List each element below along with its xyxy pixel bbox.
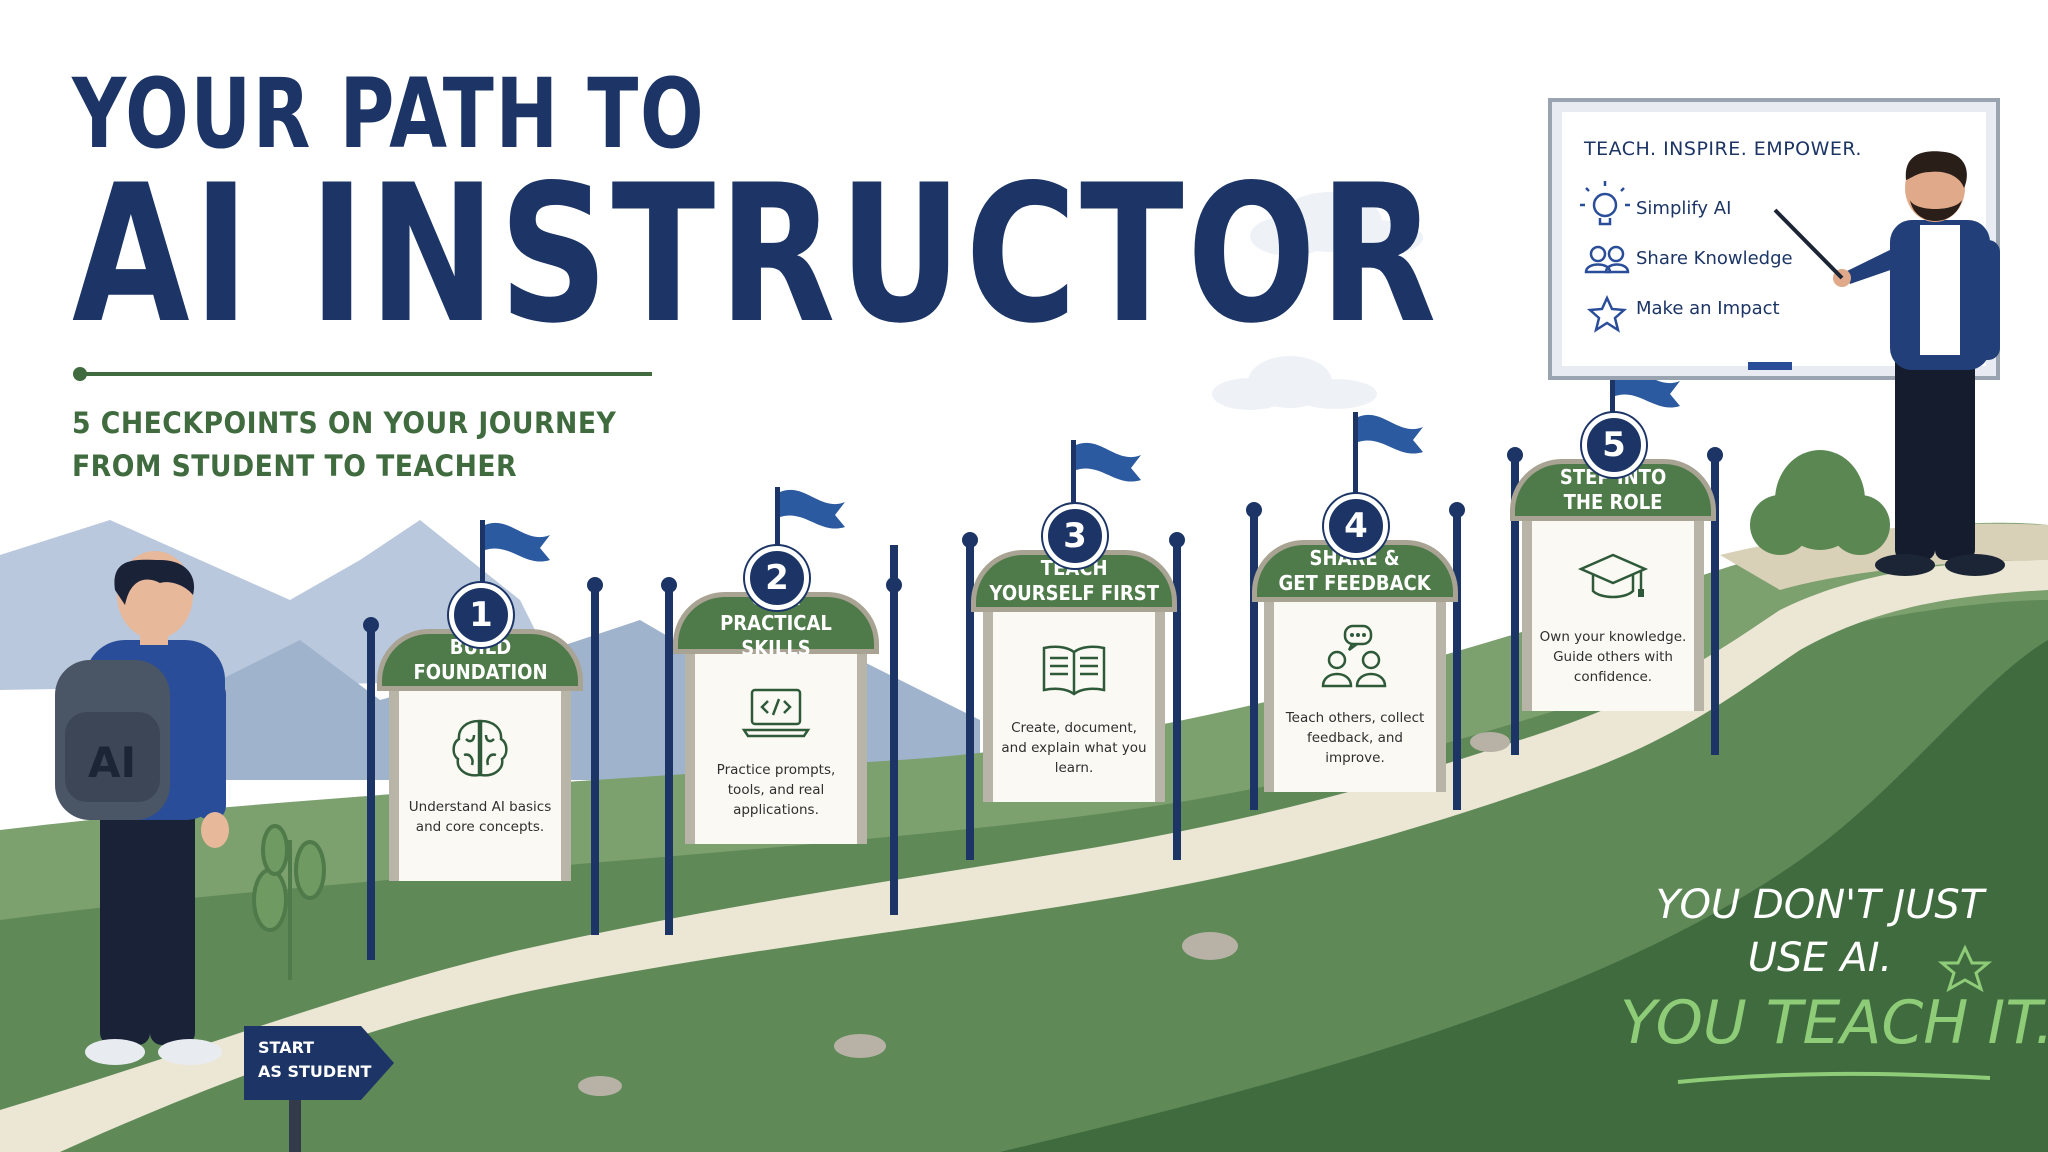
checkpoint-title: TEACH YOURSELF FIRST: [989, 556, 1159, 605]
checkpoint-number-badge: 2: [745, 546, 809, 610]
whiteboard-heading: TEACH. INSPIRE. EMPOWER.: [1584, 138, 1862, 160]
rock: [578, 732, 1510, 1096]
start-sign-post: [289, 1095, 301, 1152]
tagline-line3: YOU TEACH IT.: [1620, 988, 2048, 1058]
people-chat-icon: [1321, 624, 1387, 688]
subtitle-line1: 5 CHECKPOINTS ON YOUR JOURNEY: [72, 406, 617, 440]
checkpoint-card: Create, document, and explain what you l…: [983, 612, 1165, 802]
checkpoint-description: Own your knowledge. Guide others with co…: [1539, 629, 1687, 685]
start-sign: [244, 1026, 394, 1100]
cloud-icon: [1212, 356, 1377, 410]
checkpoint-card: Own your knowledge. Guide others with co…: [1522, 521, 1704, 711]
flag-icon: [1353, 412, 1423, 497]
whiteboard-item: Share Knowledge: [1636, 248, 1793, 269]
tagline-underline: [1677, 1071, 1991, 1084]
start-sign-label: START AS STUDENT: [258, 1038, 372, 1081]
open-book-icon: [1042, 645, 1106, 696]
page-title-line2: AI INSTRUCTOR: [72, 144, 1440, 365]
checkpoint-number-badge: 1: [449, 583, 513, 647]
star-icon: [1586, 294, 1628, 333]
checkpoint-title: SHARE & GET FEEDBACK: [1278, 546, 1432, 595]
title-divider: [73, 367, 652, 381]
lightbulb-icon: [1580, 181, 1630, 226]
checkpoint-card: Practice prompts, tools, and real applic…: [685, 654, 867, 844]
flag-icon: [480, 520, 550, 620]
checkpoint-card: Teach others, collect feedback, and impr…: [1264, 602, 1446, 792]
whiteboard-item: Simplify AI: [1636, 198, 1732, 219]
plant: [252, 824, 326, 980]
whiteboard-item: Make an Impact: [1636, 298, 1780, 319]
bush: [1750, 450, 1890, 555]
laptop-code-icon: [741, 688, 811, 738]
checkpoint-description: Practice prompts, tools, and real applic…: [716, 762, 836, 818]
tagline-line1: YOU DON'T JUST: [1655, 882, 1985, 928]
winding-path: [0, 560, 2048, 1152]
subtitle: 5 CHECKPOINTS ON YOUR JOURNEY FROM STUDE…: [72, 402, 616, 488]
sparkle-star-icon: [1937, 944, 1993, 993]
subtitle-line2: FROM STUDENT TO TEACHER: [72, 449, 518, 483]
graduation-cap-icon: [1577, 553, 1649, 599]
student-figure: [55, 551, 229, 1065]
checkpoint-title: STEP INTO THE ROLE: [1559, 465, 1667, 514]
checkpoint-posts: [363, 447, 1723, 960]
checkpoint-description: Create, document, and explain what you l…: [1001, 720, 1147, 776]
checkpoint-card: Understand AI basics and core concepts.: [389, 691, 571, 881]
people-icon: [1584, 245, 1630, 274]
tagline-line2: USE AI.: [1747, 935, 1893, 981]
flag-icon: [775, 487, 845, 587]
flag-icon: [1071, 440, 1141, 540]
hill: [1000, 640, 2048, 1152]
brain-icon: [452, 719, 508, 777]
checkpoint-description: Understand AI basics and core concepts.: [408, 799, 552, 835]
checkpoint-description: Teach others, collect feedback, and impr…: [1285, 710, 1425, 766]
page-title-line1: YOUR PATH TO: [72, 58, 706, 170]
checkpoint-number-badge: 5: [1582, 413, 1646, 477]
checkpoint-number-badge: 4: [1324, 494, 1388, 558]
teacher-figure: [1773, 151, 2005, 576]
backpack-label: AI: [88, 738, 136, 787]
cloud-icon: [1250, 192, 1423, 256]
checkpoint-number-badge: 3: [1043, 504, 1107, 568]
